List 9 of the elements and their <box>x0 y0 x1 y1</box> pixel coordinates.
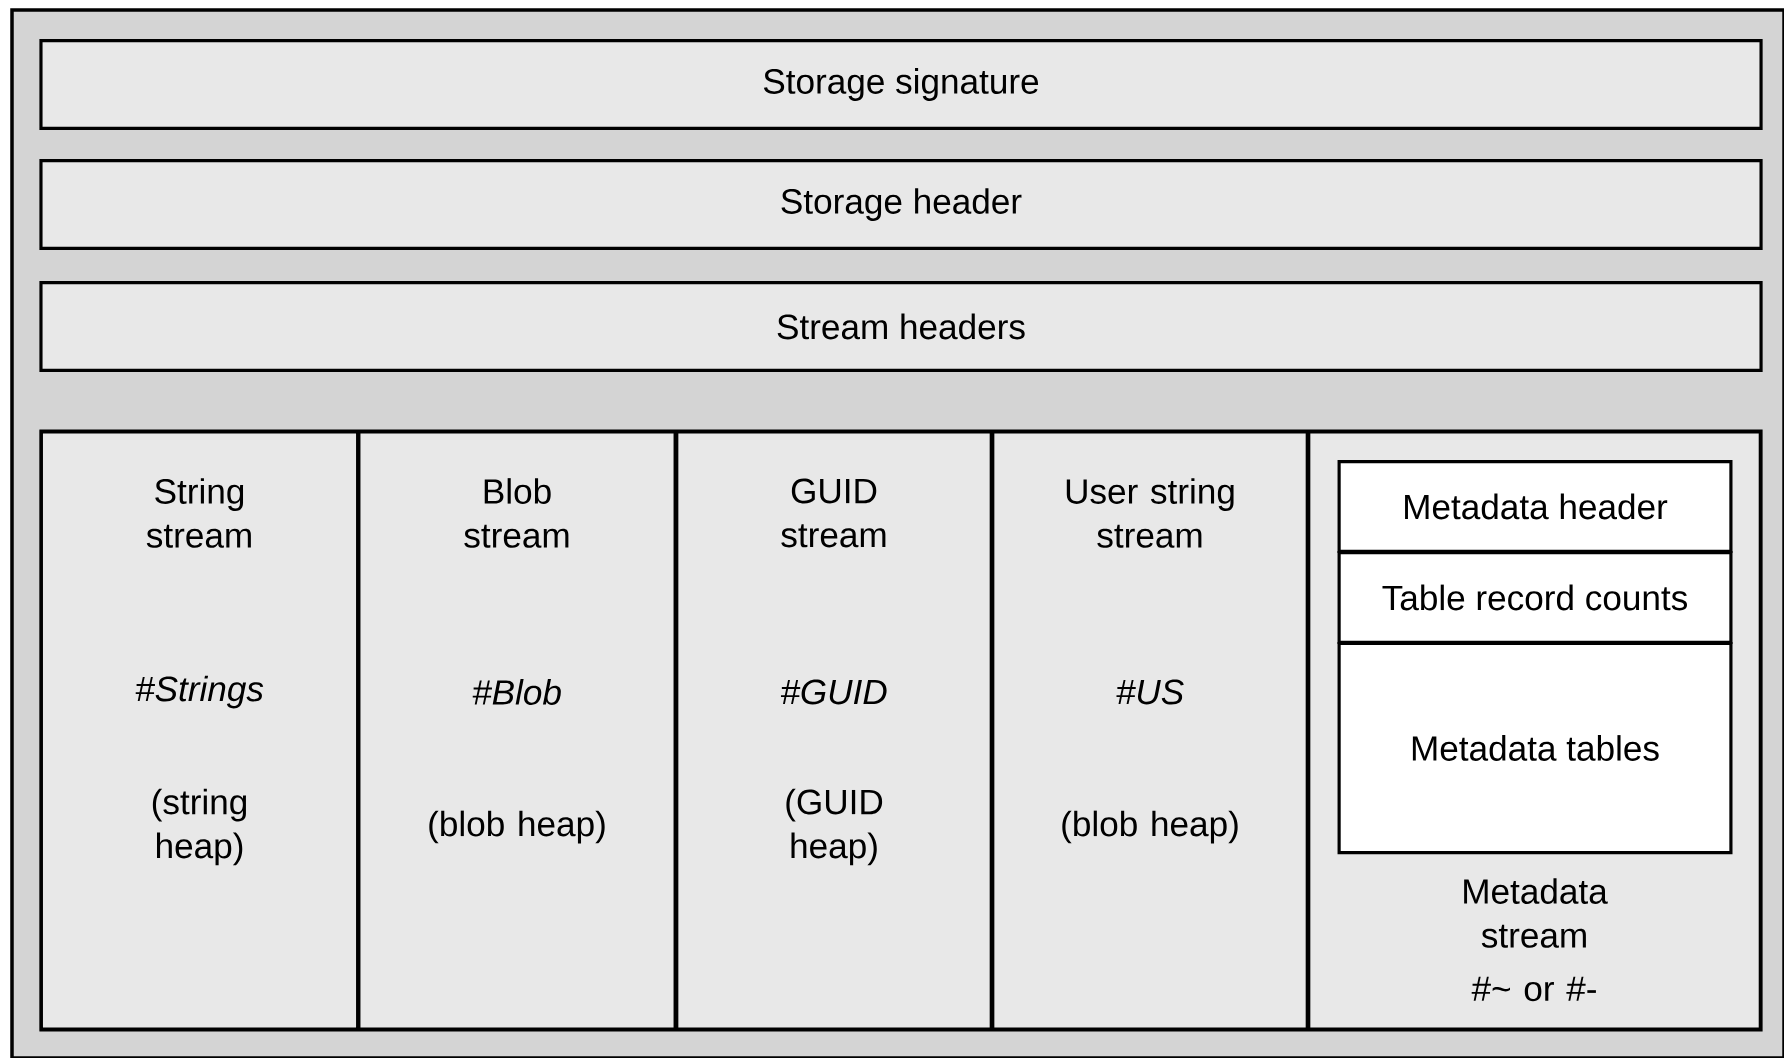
stream-column: Blob stream #Blob (blob heap) <box>357 430 677 1031</box>
table-box: Table record counts <box>1337 551 1733 644</box>
header-bar: Storage header <box>39 159 1763 250</box>
stream-column: User string stream #US (blob heap) <box>991 430 1309 1031</box>
table-box: Metadata header <box>1337 460 1733 553</box>
stream-column: String stream #Strings (string heap) <box>39 430 360 1031</box>
stream-column: GUID stream #GUID (GUID heap) <box>675 430 993 1031</box>
header-bar: Storage signature <box>39 39 1763 130</box>
header-bar: Stream headers <box>39 281 1763 372</box>
